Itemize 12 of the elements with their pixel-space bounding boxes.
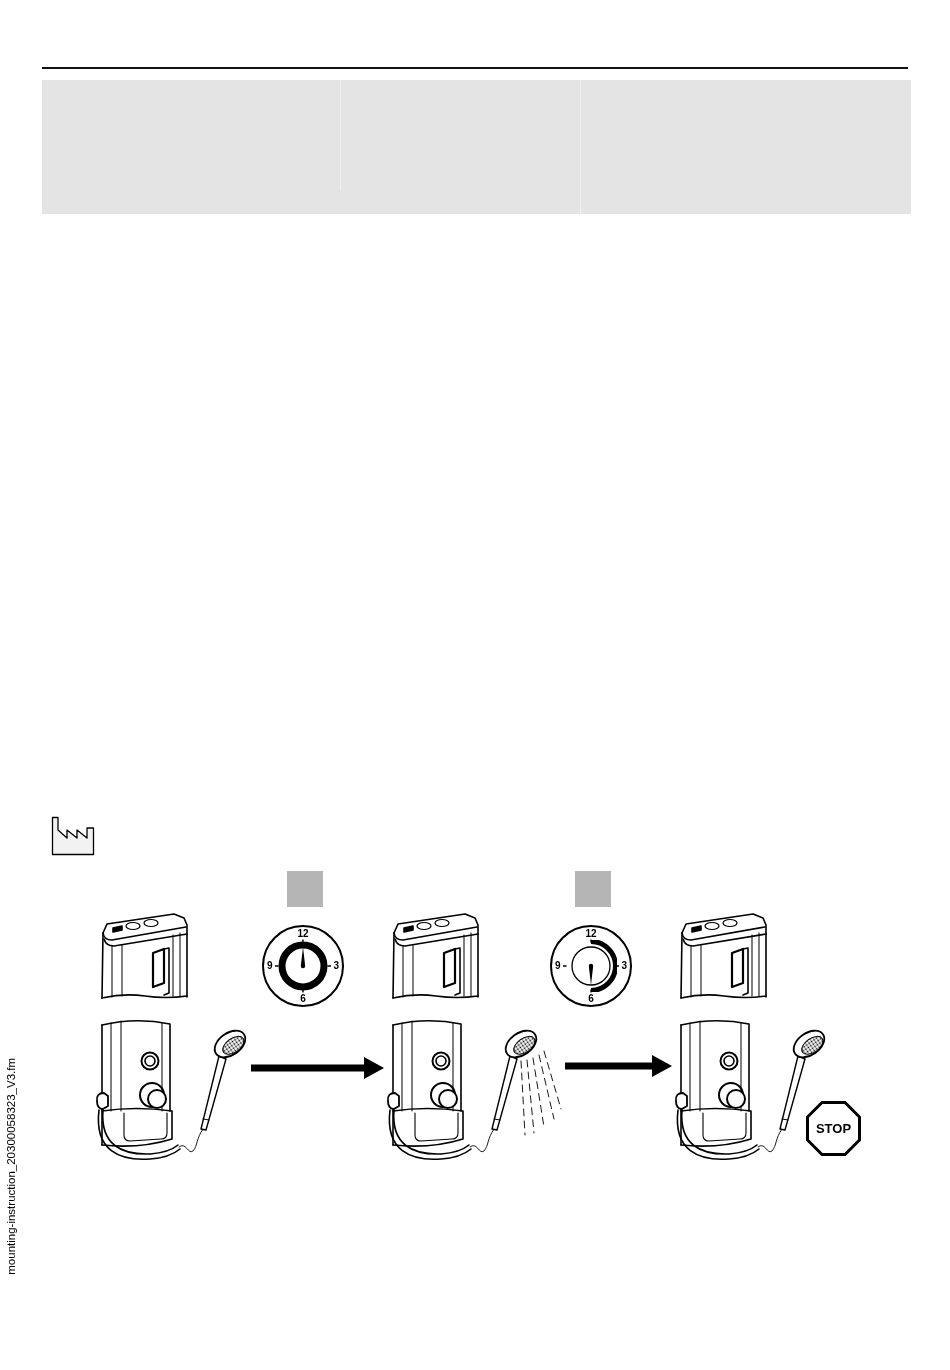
dial-number: 9 [267, 961, 273, 971]
dial-number: 12 [584, 929, 598, 939]
dial-number: 6 [587, 994, 595, 1004]
file-name-label: mounting-instruction_20300058323_V3.fm [4, 1058, 18, 1275]
dial-number: 3 [333, 961, 339, 971]
stop-sign: STOP [806, 1101, 861, 1156]
rotary-dial [550, 925, 632, 1007]
dial-number: 9 [555, 961, 561, 971]
dial-number: 6 [299, 994, 307, 1004]
dial-number: 3 [621, 961, 627, 971]
dial-number: 12 [296, 929, 310, 939]
rotary-dial [262, 925, 344, 1007]
